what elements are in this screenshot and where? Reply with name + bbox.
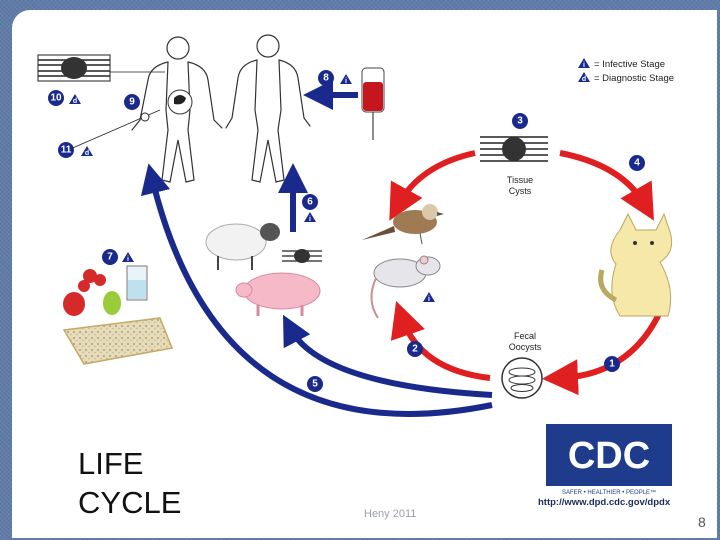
marker-text-rodent: i bbox=[428, 296, 430, 303]
infective-marker-8 bbox=[340, 74, 352, 84]
marker-text-11: d bbox=[85, 150, 89, 157]
svg-text:4: 4 bbox=[634, 158, 640, 169]
stage-badge-5: 5 bbox=[307, 376, 323, 392]
fecal-label-1: Fecal bbox=[514, 331, 536, 341]
legend: i = Infective Stage d = Diagnostic Stage bbox=[578, 58, 674, 84]
arrow-blue-oocyst-to-animal bbox=[282, 314, 493, 398]
stage-badge-8: 8 bbox=[318, 70, 334, 86]
slide-title: LIFE CYCLE bbox=[78, 444, 181, 522]
arrow-red-oocyst-to-rodent bbox=[390, 300, 491, 381]
oocyst-icon bbox=[501, 357, 543, 399]
arrow-red-3-to-cat bbox=[559, 150, 654, 221]
arrow-blue-oocyst-to-human bbox=[140, 163, 493, 417]
diagnostic-marker-10 bbox=[69, 94, 81, 104]
stage-badge-10: 10 bbox=[48, 90, 64, 106]
svg-text:11: 11 bbox=[61, 145, 72, 156]
rodent-icon bbox=[370, 255, 441, 319]
legend-diagnostic-symbol: d bbox=[582, 76, 586, 83]
cdc-logo-text: CDC bbox=[568, 435, 650, 477]
slide-title-line2: CYCLE bbox=[78, 485, 182, 520]
tissue-cyst-icon bbox=[174, 95, 186, 105]
infective-marker-7 bbox=[122, 252, 134, 262]
svg-text:2: 2 bbox=[412, 344, 418, 355]
svg-text:6: 6 bbox=[307, 197, 313, 208]
diagnostic-marker-11 bbox=[81, 146, 93, 156]
marker-text-7: i bbox=[127, 256, 129, 263]
arrow-red-cat-to-oocyst bbox=[542, 310, 663, 396]
tissue-cyst-stage3-icon bbox=[480, 133, 548, 163]
marker-text-6: i bbox=[309, 216, 311, 223]
food-icon bbox=[63, 269, 121, 316]
diagnostic-triangle-icon bbox=[578, 72, 590, 82]
stage-badge-2: 2 bbox=[407, 341, 423, 357]
legend-diagnostic-label: = Diagnostic Stage bbox=[594, 73, 674, 84]
svg-text:1: 1 bbox=[609, 359, 615, 370]
infective-marker-rodent bbox=[423, 292, 435, 302]
legend-infective-label: = Infective Stage bbox=[594, 59, 665, 70]
pig-icon bbox=[235, 272, 321, 316]
arrow-red-3-to-intermediate bbox=[389, 150, 476, 221]
slide-title-line1: LIFE bbox=[78, 446, 144, 481]
tissue-label-1: Tissue bbox=[507, 175, 533, 185]
litter-box-icon bbox=[62, 317, 174, 365]
ocular-icon bbox=[140, 112, 150, 122]
marker-text-8: i bbox=[345, 78, 347, 85]
svg-text:3: 3 bbox=[517, 116, 523, 127]
legend-infective-symbol: i bbox=[583, 62, 585, 69]
bird-icon bbox=[362, 204, 444, 245]
cdc-url: http://www.dpd.cdc.gov/dpdx bbox=[538, 497, 671, 508]
tissue-label-2: Cysts bbox=[509, 186, 532, 196]
stage-badge-6: 6 bbox=[302, 194, 318, 210]
stage-badge-11: 11 bbox=[58, 142, 74, 158]
cat-icon bbox=[598, 212, 673, 317]
cdc-logo: CDC SAFER • HEALTHIER • PEOPLE™ bbox=[546, 424, 672, 496]
human-figures-icon bbox=[131, 34, 311, 183]
infective-triangle-icon bbox=[578, 58, 590, 68]
svg-text:7: 7 bbox=[107, 252, 113, 263]
svg-text:5: 5 bbox=[312, 379, 318, 390]
cdc-tagline: SAFER • HEALTHIER • PEOPLE™ bbox=[562, 489, 656, 496]
muscle-cyst-icon-animal bbox=[282, 248, 322, 266]
muscle-cyst-icon-human bbox=[37, 54, 165, 82]
svg-text:10: 10 bbox=[50, 93, 62, 104]
slide-credit: Heny 2011 bbox=[364, 508, 417, 520]
svg-text:9: 9 bbox=[129, 97, 135, 108]
stage-badge-4: 4 bbox=[629, 155, 645, 171]
marker-text-10: d bbox=[73, 98, 77, 105]
svg-text:8: 8 bbox=[323, 73, 329, 84]
stage-badge-9: 9 bbox=[124, 94, 140, 110]
water-glass-icon bbox=[126, 265, 148, 301]
stage-badge-1: 1 bbox=[604, 356, 620, 372]
blood-transfusion-icon bbox=[361, 67, 385, 140]
page-number: 8 bbox=[698, 514, 706, 530]
stage-badge-3: 3 bbox=[512, 113, 528, 129]
fecal-label-2: Oocysts bbox=[509, 342, 542, 352]
stage-badge-7: 7 bbox=[102, 249, 118, 265]
infective-marker-6 bbox=[304, 212, 316, 222]
sheep-icon bbox=[205, 223, 280, 270]
